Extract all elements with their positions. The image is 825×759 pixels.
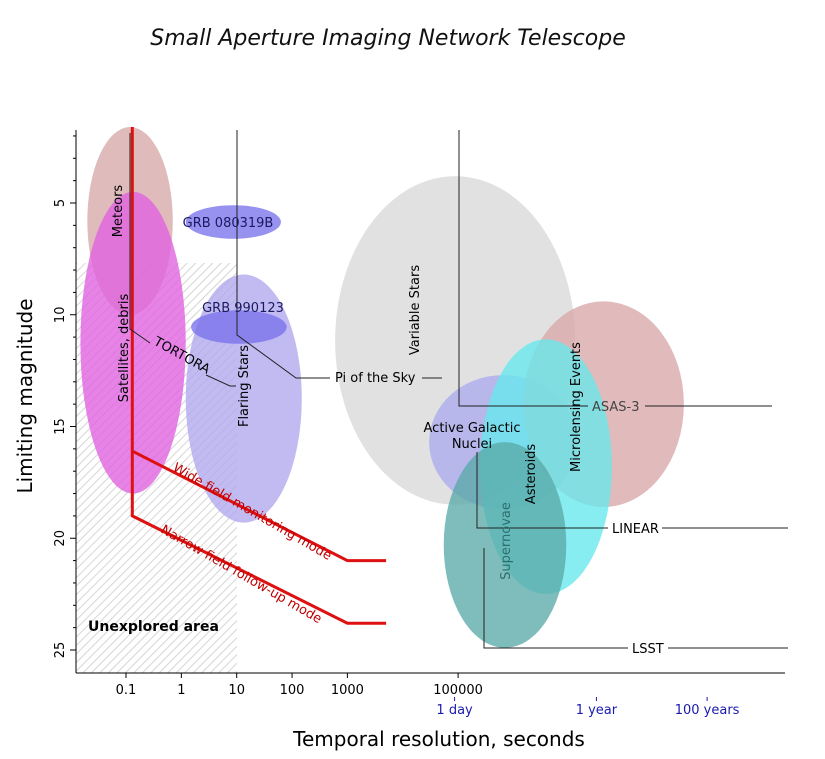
y-tick-label-20: 20 xyxy=(53,530,68,547)
x-secondary-tick-label-100-years: 100 years xyxy=(675,703,740,718)
leader-line-linear xyxy=(476,452,608,529)
x-tick-label-1000: 1000 xyxy=(331,683,364,698)
series-layer xyxy=(130,127,387,625)
x-tick-label-100: 100 xyxy=(280,683,305,698)
leader-line-pi-of-the-sky xyxy=(236,130,330,379)
label-linear: LINEAR xyxy=(612,522,659,537)
x-secondary-tick-label-1-day: 1 day xyxy=(436,703,473,718)
label-pi-of-the-sky: Pi of the Sky xyxy=(335,371,416,386)
label-grb-990123: GRB 990123 xyxy=(202,301,284,316)
label-meteors: Meteors xyxy=(111,185,126,238)
leader-line-lsst xyxy=(483,548,628,649)
chart-title: Small Aperture Imaging Network Telescope xyxy=(150,26,625,51)
label-asteroids: Asteroids xyxy=(524,444,539,505)
region-supernovae xyxy=(443,442,567,648)
region-grb-990123 xyxy=(191,310,287,344)
region-grb-080319b xyxy=(185,205,281,239)
mode-line-narrow-field-follow-up-mode xyxy=(130,451,387,625)
label-agn-line1: Active Galactic xyxy=(424,421,521,436)
y-axis-label: Limiting magnitude xyxy=(13,298,37,493)
y-tick-label-5: 5 xyxy=(53,199,68,207)
x-tick-label-100000: 100000 xyxy=(433,683,483,698)
tick-layer: 5 10 15 20 25 0.1 1 10 100 1000 100000 1 day 1 year 1… xyxy=(53,135,740,718)
label-supernovae: Supernovae xyxy=(499,502,514,580)
label-flaring-stars: Flaring Stars xyxy=(237,345,252,427)
unexplored-area-label: Unexplored area xyxy=(88,619,219,635)
regions-layer xyxy=(80,127,684,648)
x-secondary-tick-label-1-year: 1 year xyxy=(576,703,618,718)
label-asas-3: ASAS-3 xyxy=(592,400,640,415)
label-grb-080319b: GRB 080319B xyxy=(183,216,274,231)
leader-layer xyxy=(129,130,788,649)
x-axis-label: Temporal resolution, seconds xyxy=(292,727,585,751)
label-agn-line2: Nuclei xyxy=(452,437,492,452)
y-tick-label-10: 10 xyxy=(53,307,68,324)
leader-line-tortora xyxy=(129,133,151,344)
label-variable-stars: Variable Stars xyxy=(408,265,423,355)
y-tick-label-25: 25 xyxy=(53,642,68,659)
label-microlensing-events: Microlensing Events xyxy=(569,342,584,472)
mode-line-wide-field-monitoring-mode xyxy=(130,127,387,563)
leader-line-asas-3 xyxy=(458,130,588,407)
y-tick-label-15: 15 xyxy=(53,418,68,435)
x-tick-label-10: 10 xyxy=(228,683,245,698)
x-tick-label-1: 1 xyxy=(177,683,185,698)
x-tick-label-0-1: 0.1 xyxy=(116,683,137,698)
label-satellites-debris: Satellites, debris xyxy=(117,294,132,403)
label-lsst: LSST xyxy=(632,642,664,657)
leader-line-tortora-lower xyxy=(205,374,236,387)
